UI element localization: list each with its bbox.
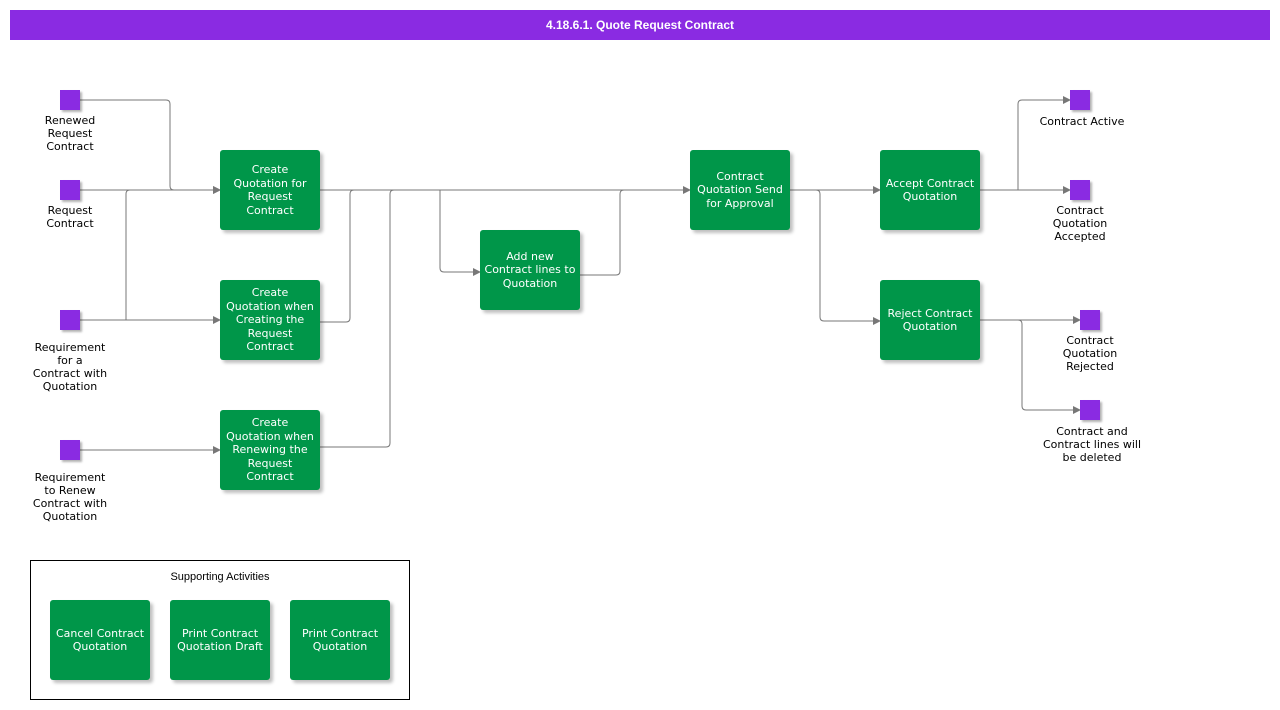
connector-requirement-up [125,189,131,320]
supporting-activities-title: Supporting Activities [170,571,270,583]
event-request-contract [60,180,80,200]
event-requirement-contract-quotation [60,310,80,330]
connector-reject-to-deleted [1017,319,1081,414]
diagram-title: 4.18.6.1. Quote Request Contract [10,10,1270,40]
connector-approval-to-reject [815,189,881,325]
event-renewed-request-contract [60,90,80,110]
label-contract-active: Contract Active [1039,115,1125,128]
connector-to-add-lines [439,190,481,276]
event-requirement-renew-contract [60,440,80,460]
event-contract-active [1070,90,1090,110]
connector-renewing-up [320,189,395,448]
connector-add-lines-back [580,189,625,276]
connector-accept-to-active [1017,96,1071,190]
event-contract-quotation-rejected [1080,310,1100,330]
event-contract-lines-deleted [1080,400,1100,420]
connector-creating-up [320,189,355,323]
event-contract-quotation-accepted [1070,180,1090,200]
